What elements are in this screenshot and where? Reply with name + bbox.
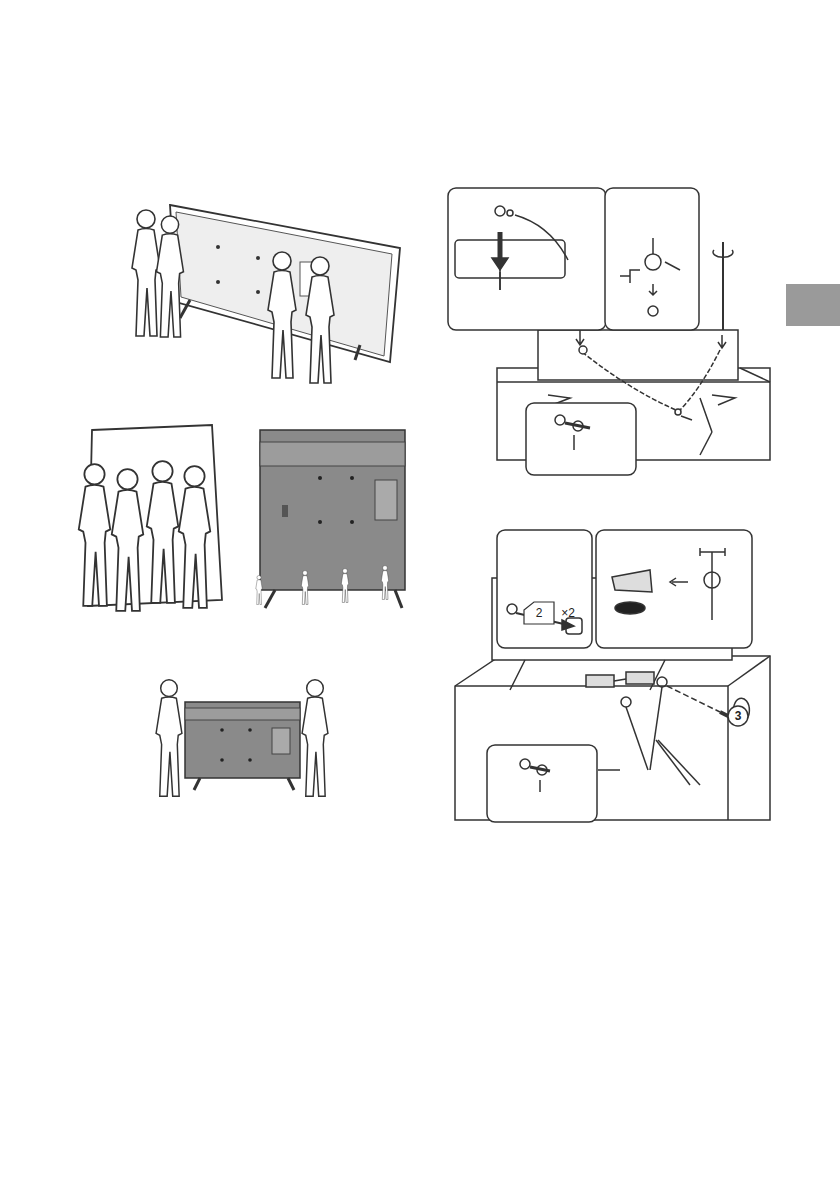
anchor-securing	[455, 530, 770, 822]
icon-number: 2	[536, 607, 543, 619]
quantity-label: ×2	[561, 607, 575, 619]
tv-carry-four	[132, 205, 400, 383]
panel-carry-upright	[79, 425, 222, 611]
tv-back-carry	[256, 430, 405, 608]
strap-securing	[448, 188, 770, 475]
step-number: 3	[735, 710, 742, 722]
side-tab	[786, 284, 840, 326]
tv-carry-two	[156, 680, 328, 796]
